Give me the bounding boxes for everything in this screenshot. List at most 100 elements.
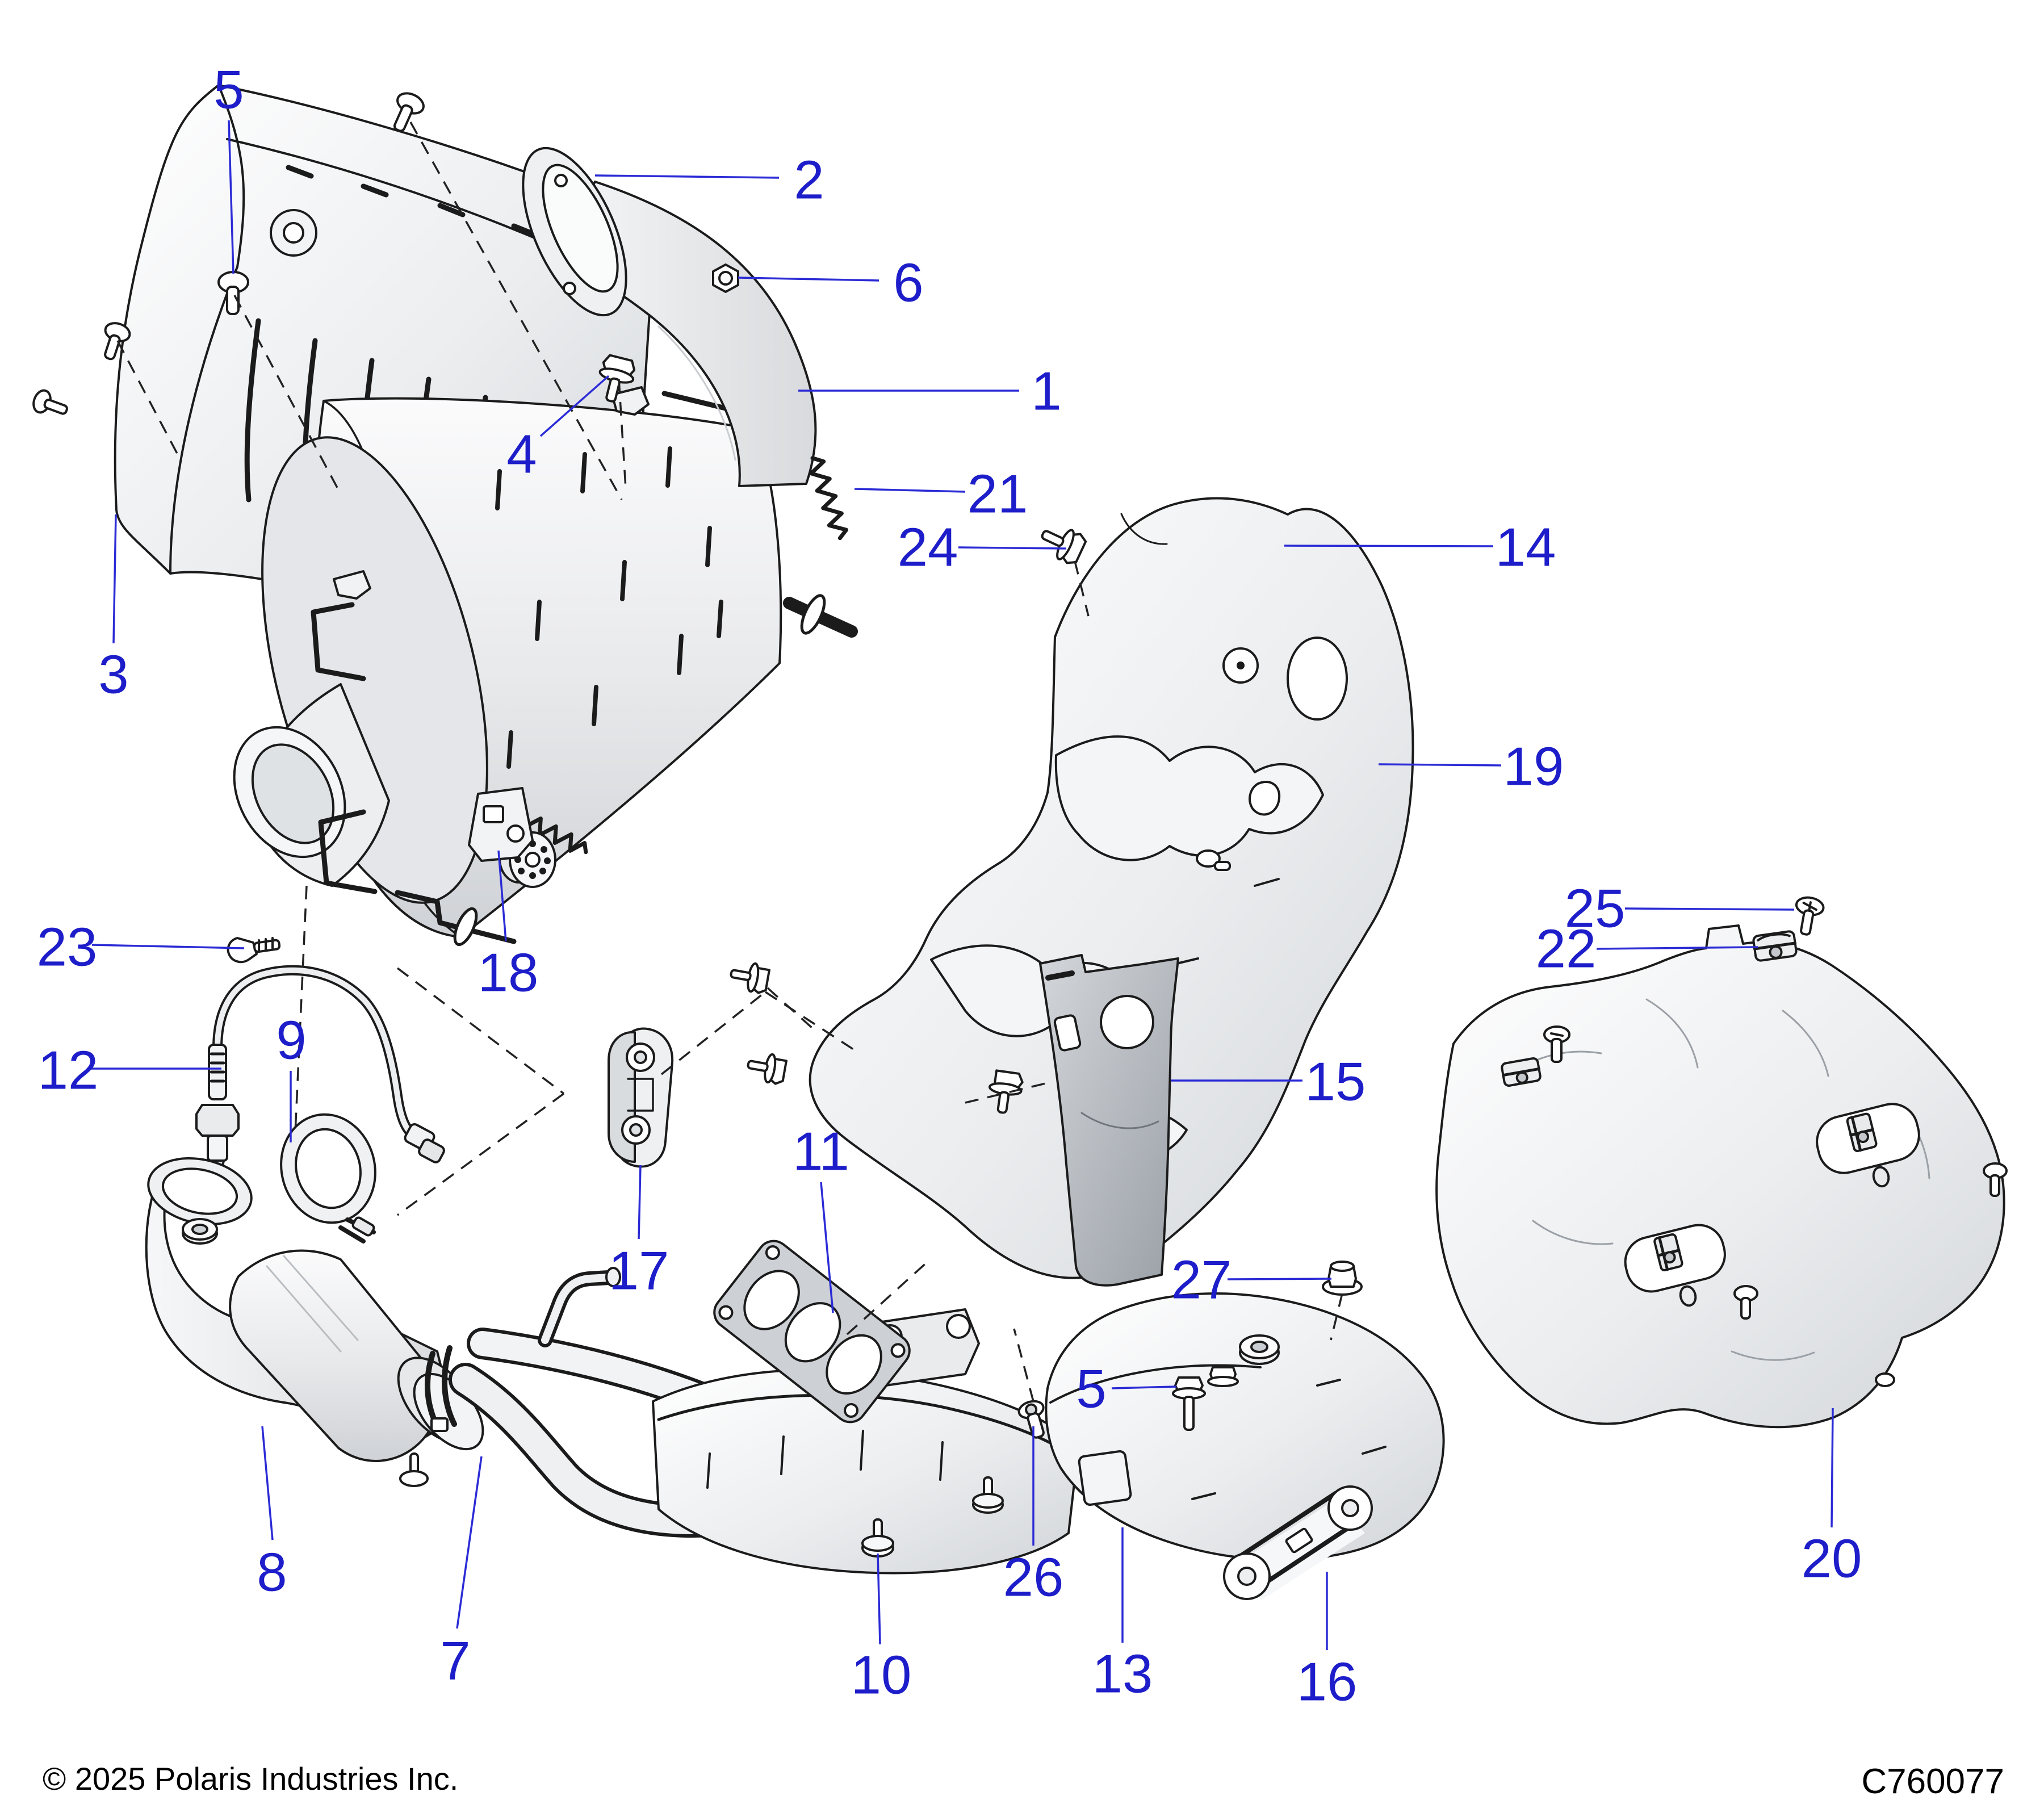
tailpipe-flange: [522, 146, 627, 317]
guide-line-4: [618, 379, 627, 489]
sensor-connector: [404, 1123, 445, 1163]
muffler-inlet-spout: [233, 683, 390, 887]
callout-9-8[interactable]: 9: [276, 1010, 306, 1071]
leader-line-17-16: [638, 1165, 642, 1240]
screw-25: [1795, 896, 1825, 936]
guide-line-7: [396, 1092, 565, 1216]
leader-line-5-4: [228, 120, 234, 274]
callout-6-5[interactable]: 6: [893, 253, 923, 313]
leader-line-2-1: [594, 174, 780, 179]
sensor-clip-screw-23: [227, 937, 281, 964]
callout-19-18[interactable]: 19: [1503, 736, 1564, 797]
callout-23-22[interactable]: 23: [37, 917, 98, 978]
oxygen-sensor-12: [195, 965, 445, 1180]
hanger-isolator-17: [608, 1027, 674, 1168]
pipe-clamp-band: [424, 1345, 457, 1432]
callout-10-9[interactable]: 10: [851, 1645, 912, 1706]
callout-5-27[interactable]: 5: [1076, 1359, 1106, 1420]
leader-line-21-20: [854, 488, 966, 493]
center-heat-shield-14: [809, 497, 1414, 1279]
support-tube: [538, 1267, 621, 1347]
guide-line-9: [765, 991, 854, 1050]
guide-line-2: [233, 295, 342, 495]
guide-line-6: [396, 967, 565, 1095]
guide-line-15: [767, 987, 813, 1029]
support-strap-16: [1223, 1485, 1373, 1600]
clip-nut-22: [1752, 930, 1798, 962]
callout-27-26[interactable]: 27: [1171, 1250, 1232, 1311]
guide-line-14: [1330, 1293, 1343, 1341]
right-heat-shield-20: [1435, 924, 2008, 1429]
guide-line-13: [965, 1081, 1051, 1104]
callout-15-14[interactable]: 15: [1305, 1052, 1366, 1112]
shield-20-clipnuts: [1501, 1057, 1542, 1087]
bolt-26: [1017, 1400, 1045, 1439]
callout-8-7[interactable]: 8: [257, 1542, 287, 1603]
leader-line-5-27: [1111, 1385, 1177, 1389]
leader-line-25-24: [1624, 907, 1795, 911]
manifold-gasket-11: [713, 1240, 911, 1424]
shield-20-screws: [1543, 1025, 2008, 1387]
flange-nut-27: [1322, 1261, 1363, 1296]
leader-line-22-21: [1596, 946, 1758, 950]
guide-line-1: [409, 122, 623, 500]
callout-22-21[interactable]: 22: [1536, 919, 1597, 979]
callout-14-13[interactable]: 14: [1496, 517, 1556, 578]
guide-line-5: [294, 885, 308, 1133]
leader-line-3-2: [112, 514, 117, 644]
callouts-layer: 1234567891011121314151617181920212223242…: [37, 60, 1862, 1713]
leader-line-8-7: [261, 1426, 274, 1540]
assembly-guide-lines: [116, 122, 1343, 1402]
bolt-5-lower: [1172, 1366, 1239, 1431]
tailpipe: [522, 146, 817, 487]
leader-line-24-23: [958, 546, 1067, 550]
v-band-clamp-9: [280, 1113, 376, 1244]
leader-line-7-6: [456, 1456, 483, 1629]
leader-line-20-19: [1831, 1408, 1834, 1528]
muffler-mount-bolt: [598, 354, 636, 403]
callout-5-4[interactable]: 5: [213, 60, 244, 120]
shield-20-slot-clip: [1624, 1103, 1920, 1307]
callout-21-20[interactable]: 21: [967, 464, 1028, 525]
muffler: [233, 386, 858, 947]
leader-line-6-5: [738, 277, 879, 282]
muffler-louvers: [495, 446, 723, 769]
shield-13-stud: [1239, 1334, 1280, 1365]
shield-screw: [32, 92, 425, 415]
callout-11-10[interactable]: 11: [793, 1121, 849, 1182]
callout-26-25[interactable]: 26: [1003, 1547, 1064, 1608]
leader-line-23-22: [91, 944, 245, 949]
leader-line-11-10: [820, 1182, 834, 1313]
callout-17-16[interactable]: 17: [609, 1241, 669, 1301]
callout-25-24[interactable]: 25: [1565, 878, 1626, 939]
guide-line-10: [846, 1259, 930, 1335]
bracket-15: [1039, 954, 1179, 1287]
callout-24-23[interactable]: 24: [898, 517, 958, 578]
leader-line-4-3: [539, 375, 610, 437]
guide-line-11: [1013, 1328, 1034, 1402]
head-pipe-assembly: [145, 1157, 1080, 1575]
sensor-boss: [182, 1218, 218, 1245]
rubber-bumper-18: [468, 787, 534, 862]
leader-line-18-17: [497, 850, 507, 942]
callout-7-6[interactable]: 7: [440, 1631, 470, 1692]
push-rivet: [399, 1452, 1004, 1558]
copyright-text: © 2025 Polaris Industries Inc.: [43, 1761, 458, 1797]
callout-16-15[interactable]: 16: [1297, 1652, 1358, 1713]
callout-20-19[interactable]: 20: [1802, 1529, 1862, 1589]
callout-2-1[interactable]: 2: [794, 150, 824, 211]
callout-1-0[interactable]: 1: [1031, 361, 1061, 422]
callout-12-11[interactable]: 12: [38, 1040, 99, 1101]
callout-13-12[interactable]: 13: [1092, 1644, 1153, 1705]
callout-3-2[interactable]: 3: [98, 644, 128, 705]
catalytic-converter-8: [229, 1249, 484, 1462]
diagram-code: C760077: [1861, 1762, 2004, 1801]
guide-line-12: [1074, 560, 1090, 617]
callout-18-17[interactable]: 18: [478, 943, 539, 1003]
callout-4-3[interactable]: 4: [506, 424, 537, 485]
lower-heat-shield-13: [1045, 1292, 1445, 1561]
muffler-hanger-rod: [311, 391, 809, 944]
leader-line-19-18: [1378, 763, 1502, 767]
